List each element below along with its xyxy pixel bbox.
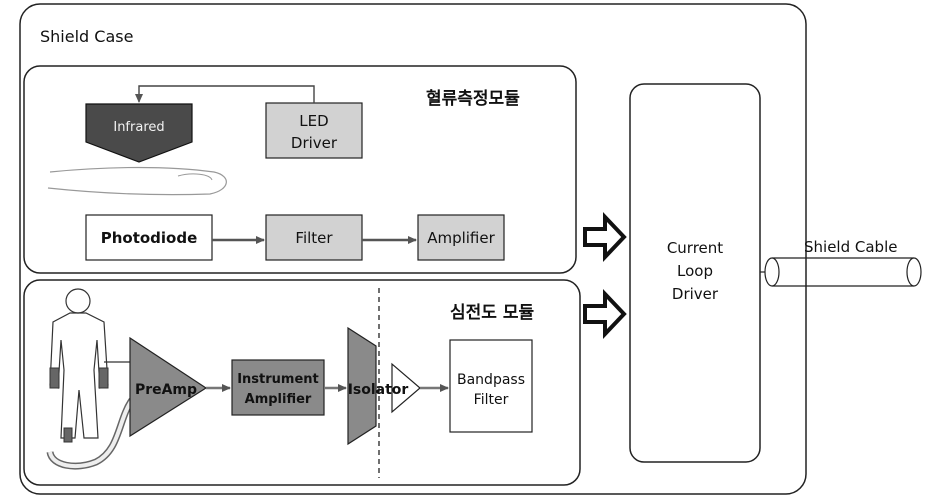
ecg-to-driver-arrow — [585, 294, 624, 334]
current-loop-label-3: Driver — [672, 285, 719, 303]
shield-case-label: Shield Case — [40, 27, 133, 46]
photodiode-label: Photodiode — [101, 229, 198, 247]
preamp-label: PreAmp — [135, 382, 197, 398]
current-loop-label-2: Loop — [677, 262, 713, 280]
blood-module-title: 혈류측정모듈 — [426, 88, 520, 109]
cable-end-left — [765, 258, 779, 286]
infrared-label: Infrared — [113, 120, 164, 135]
instrument-amplifier-label-1: Instrument — [237, 372, 319, 387]
bandpass-filter-label-2: Filter — [474, 392, 509, 408]
human-figure — [50, 289, 108, 438]
amplifier-label: Amplifier — [427, 229, 495, 247]
bandpass-filter-label-1: Bandpass — [457, 372, 525, 388]
filter-label: Filter — [295, 229, 333, 247]
finger-nail-sketch — [178, 174, 212, 180]
ecg-module-title: 심전도 모듈 — [450, 303, 534, 323]
led-driver-label-2: Driver — [291, 134, 338, 152]
led-driver-label-1: LED — [299, 112, 328, 130]
finger-sketch — [48, 168, 226, 195]
cable-end-right — [907, 258, 921, 286]
shield-cable-label: Shield Cable — [804, 238, 897, 256]
current-loop-label-1: Current — [667, 239, 723, 257]
instrument-amplifier-label-2: Amplifier — [245, 392, 312, 407]
left-wrist-electrode — [50, 368, 59, 388]
isolator-label: Isolator — [348, 382, 409, 398]
blood-to-driver-arrow — [585, 217, 624, 257]
ankle-electrode — [64, 428, 72, 442]
right-wrist-electrode — [99, 368, 108, 388]
led-to-infrared-connector — [139, 86, 314, 103]
